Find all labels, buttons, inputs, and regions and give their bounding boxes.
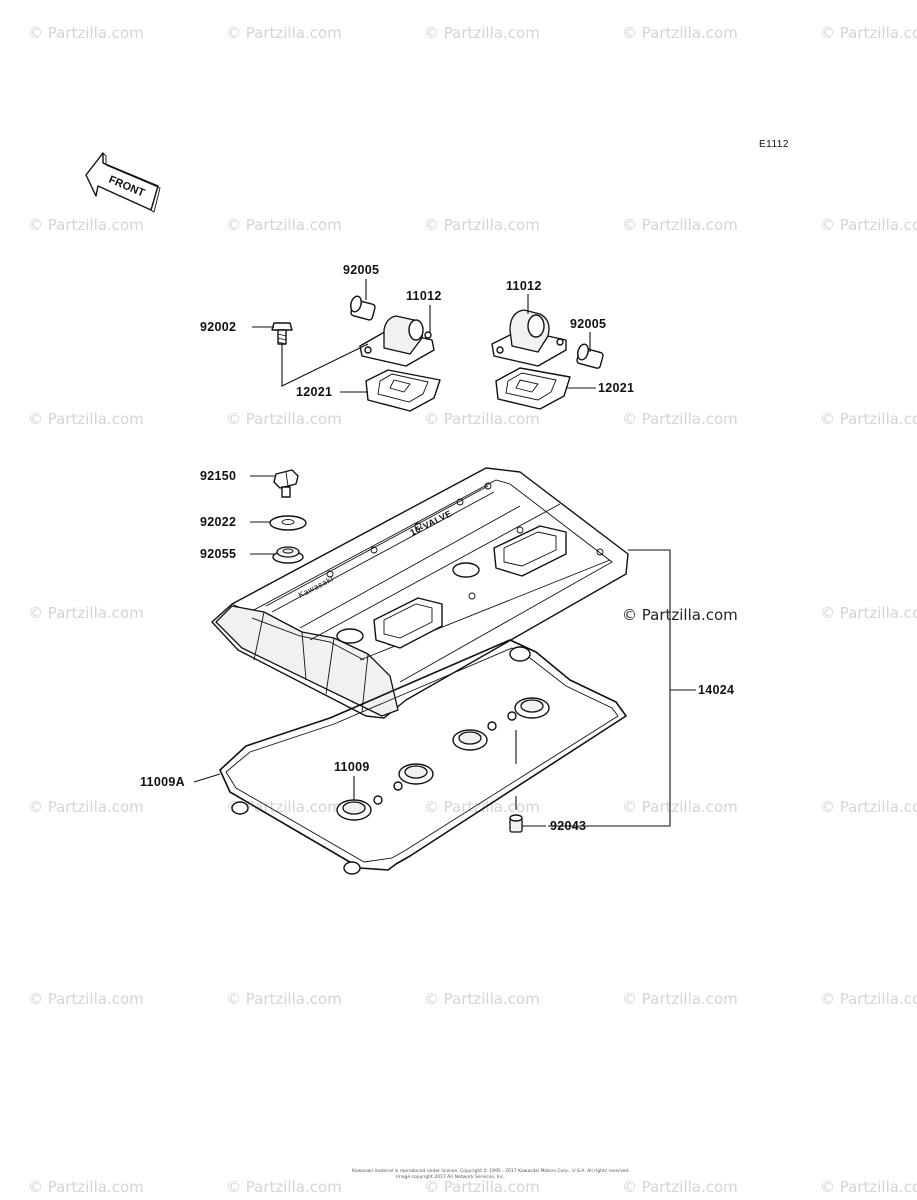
label-14024: 14024 (698, 683, 734, 697)
watermark: © Partzilla.com (820, 24, 917, 42)
watermark: © Partzilla.com (622, 410, 738, 428)
center-watermark: © Partzilla.com (622, 606, 738, 624)
watermark: © Partzilla.com (424, 24, 540, 42)
watermark: © Partzilla.com (424, 990, 540, 1008)
head-cover-gasket (219, 639, 627, 875)
plug-92005-right (576, 343, 604, 369)
diagram-code: E1112 (759, 139, 789, 150)
label-11012-right: 11012 (506, 279, 542, 293)
plug-seals (336, 697, 550, 821)
footer-line-2: Image copyright 2017 Ari Network Service… (396, 1174, 505, 1180)
watermark: © Partzilla.com (28, 798, 144, 816)
label-92055: 92055 (200, 547, 236, 561)
watermark: © Partzilla.com (820, 410, 917, 428)
watermark: © Partzilla.com (226, 216, 342, 234)
watermark: © Partzilla.com (622, 216, 738, 234)
watermark: © Partzilla.com (424, 410, 540, 428)
watermark: © Partzilla.com (28, 604, 144, 622)
bolt-92150 (273, 469, 299, 498)
watermark: © Partzilla.com (28, 990, 144, 1008)
watermark: © Partzilla.com (28, 216, 144, 234)
watermark: © Partzilla.com (226, 798, 342, 816)
label-92002: 92002 (200, 320, 236, 334)
watermark: © Partzilla.com (226, 1178, 342, 1196)
watermark: © Partzilla.com (226, 990, 342, 1008)
watermark: © Partzilla.com (28, 1178, 144, 1196)
watermark: © Partzilla.com (226, 410, 342, 428)
label-92022: 92022 (200, 515, 236, 529)
watermark: © Partzilla.com (424, 1178, 540, 1196)
leader-lines (193, 279, 696, 827)
watermark-grid: © Partzilla.com © Partzilla.com © Partzi… (28, 24, 917, 1196)
label-11009A: 11009A (140, 775, 185, 789)
label-12021-right: 12021 (598, 381, 634, 395)
label-92005-left: 92005 (343, 263, 379, 277)
label-92043: 92043 (550, 819, 586, 833)
label-11012-left: 11012 (406, 289, 442, 303)
watermark: © Partzilla.com (622, 24, 738, 42)
washer-92022 (269, 515, 307, 531)
grommet-92055 (272, 546, 304, 564)
part-labels: 92005 11012 92002 12021 11012 92005 1202… (140, 263, 734, 833)
watermark: © Partzilla.com (820, 1178, 917, 1196)
watermark: © Partzilla.com (820, 798, 917, 816)
watermark: © Partzilla.com (820, 216, 917, 234)
watermark: © Partzilla.com (28, 24, 144, 42)
plug-92005-left (350, 295, 376, 321)
watermark: © Partzilla.com (28, 410, 144, 428)
watermark: © Partzilla.com (424, 798, 540, 816)
breather-cover-right (491, 309, 571, 410)
cylinder-head-cover: Kawasaki 16-VALVE (211, 467, 629, 719)
footer-line-1: Kawasaki material is reproduced under li… (352, 1167, 630, 1174)
bolt-92002 (271, 322, 293, 345)
dowel-pin-92043 (509, 814, 523, 833)
watermark: © Partzilla.com (622, 1178, 738, 1196)
label-12021-left: 12021 (296, 385, 332, 399)
watermark: © Partzilla.com (820, 604, 917, 622)
watermark: © Partzilla.com (622, 798, 738, 816)
label-92150: 92150 (200, 469, 236, 483)
watermark: © Partzilla.com (226, 24, 342, 42)
breather-cover-left (359, 315, 441, 412)
watermark: © Partzilla.com (622, 990, 738, 1008)
watermark: © Partzilla.com (820, 990, 917, 1008)
front-arrow-icon: FRONT (85, 152, 161, 213)
watermark: © Partzilla.com (424, 216, 540, 234)
label-11009: 11009 (334, 760, 370, 774)
label-92005-right: 92005 (570, 317, 606, 331)
